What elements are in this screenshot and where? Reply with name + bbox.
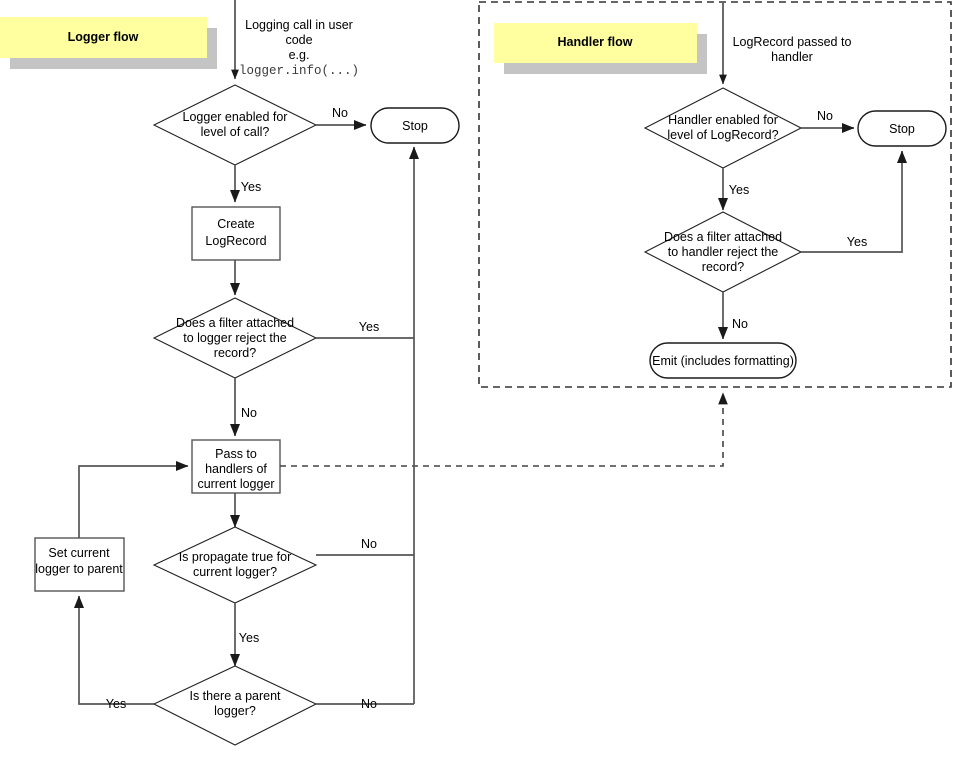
set-current-logger-box [34,537,125,592]
set-current-logger-to-pass-edge [78,460,189,538]
emit-terminator [649,342,797,379]
create-logrecord-line2: LogRecord [205,234,266,248]
logger-filter-decision-line1: Does a filter attached [176,316,294,330]
set-current-logger-line1: Set current [48,546,110,560]
handler-filter-decision-line1: Does a filter attached [664,230,782,244]
handler-entry-label-line2: handler [771,50,813,64]
logger-entry-label-line1: Logging call in user [245,18,353,32]
logger-flow-title-label: Logger flow [68,30,139,44]
handler-filter-decision-line3: record? [702,260,744,274]
logger-flow-title-box [0,17,207,58]
logger-enabled-no-label: No [332,106,348,120]
handler-stop-terminator [857,110,947,147]
logger-entry-label-line2: code [285,33,312,47]
handler-flow-title: Handler flow [494,23,707,74]
propagate-decision-line1: Is propagate true for [179,550,292,564]
create-logrecord-line1: Create [217,217,255,231]
logger-filter-no-label: No [241,406,257,420]
propagate-decision-line2: current logger? [193,565,277,579]
handler-filter-yes-edge [801,150,908,253]
handler-filter-decision-line2: to handler reject the [668,245,779,259]
logger-enabled-decision-line2: level of call? [201,125,270,139]
logger-stop-label: Stop [402,119,428,133]
handler-enabled-yes-label: Yes [729,183,749,197]
parent-logger-decision-line1: Is there a parent [189,689,281,703]
handler-flow-title-box [494,23,697,63]
handler-enabled-decision-line2: level of LogRecord? [667,128,778,142]
logger-filter-yes-label: Yes [359,320,379,334]
logger-entry-label-line3: e.g. [289,48,310,62]
logger-entry-annotation: Logging call in user code e.g. logger.in… [239,18,359,78]
create-logrecord-box [191,206,281,261]
propagate-yes-label: Yes [239,631,259,645]
parent-logger-no-label: No [361,697,377,711]
handler-stop-label: Stop [889,122,915,136]
pass-to-handlers-line3: current logger [197,477,274,491]
emit-label: Emit (includes formatting) [652,354,794,368]
set-current-logger-line2: logger to parent [35,562,123,576]
handler-entry-label-line1: LogRecord passed to [733,35,852,49]
handler-flow-title-label: Handler flow [557,35,632,49]
parent-logger-decision-line2: logger? [214,704,256,718]
pass-to-handler-flow-dashed-edge [280,392,728,467]
parent-logger-yes-edge [73,595,154,705]
handler-enabled-no-label: No [817,109,833,123]
parent-logger-yes-label: Yes [106,697,126,711]
logger-flow-title: Logger flow [0,17,217,69]
handler-filter-no-label: No [732,317,748,331]
pass-to-handlers-line1: Pass to [215,447,257,461]
pass-to-handlers-line2: handlers of [205,462,267,476]
logger-filter-decision-line2: to logger reject the [183,331,287,345]
propagate-no-label: No [361,537,377,551]
logger-filter-decision-line3: record? [214,346,256,360]
logger-entry-label-code: logger.info(...) [239,64,359,78]
handler-entry-annotation: LogRecord passed to handler [733,35,852,64]
logger-stop-terminator [370,107,460,144]
logger-enabled-decision-line1: Logger enabled for [183,110,288,124]
handler-flow-group-border [478,1,952,388]
handler-filter-yes-label: Yes [847,235,867,249]
logger-enabled-yes-label: Yes [241,180,261,194]
parent-logger-decision [152,665,318,746]
handler-enabled-decision-line1: Handler enabled for [668,113,778,127]
